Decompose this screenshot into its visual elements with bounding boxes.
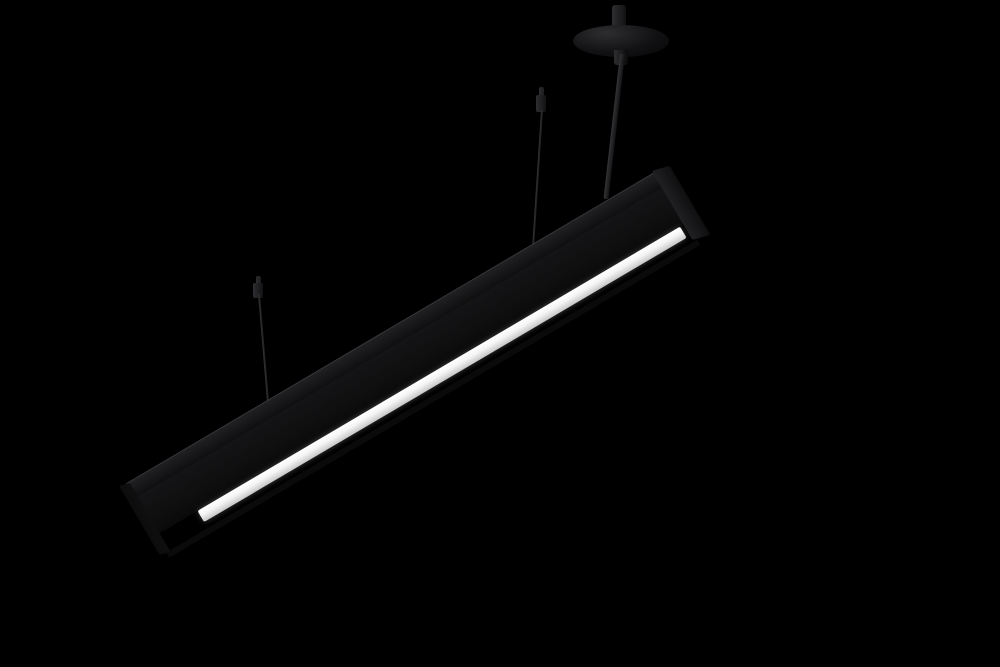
housing-front-face [134, 185, 687, 536]
linear-luminaire-bar [118, 165, 711, 558]
cable-gripper-left [253, 283, 263, 298]
housing-bottom-lip [156, 222, 701, 558]
suspension-rod-right [603, 53, 625, 200]
housing-top-face [125, 170, 666, 499]
suspension-cable-middle [531, 109, 543, 255]
cable-gripper-tip-left [256, 276, 261, 284]
cable-gripper-middle [536, 95, 546, 112]
canopy-stem [612, 5, 626, 31]
cable-gripper-tip-middle [539, 87, 544, 96]
